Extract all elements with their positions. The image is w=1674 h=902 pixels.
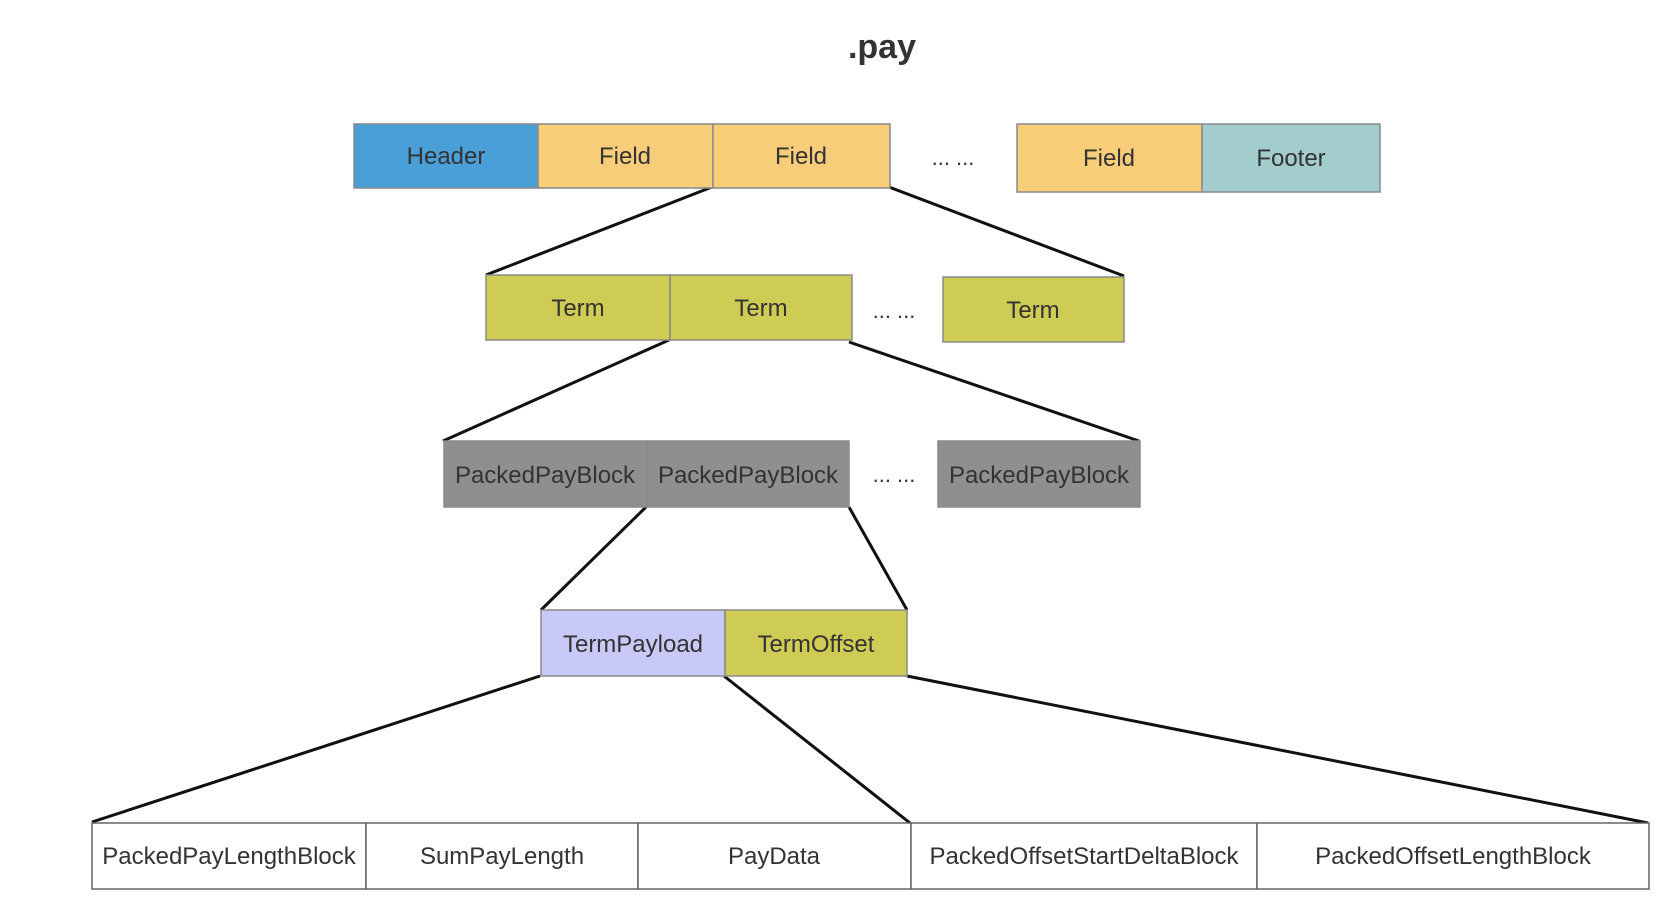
- block-content-row: TermPayload TermOffset: [540, 609, 908, 677]
- footer-block: [1201, 123, 1381, 193]
- payload-cell-label-1: PackedPayLengthBlock: [102, 843, 357, 870]
- connector-field-to-first-term: [485, 185, 713, 277]
- header-label: Header: [407, 143, 486, 170]
- packed-pay-block-label-last: PackedPayBlock: [949, 462, 1130, 489]
- packed-pay-block-1: [443, 440, 648, 508]
- payload-cells-row: PackedPayLengthBlock SumPayLength PayDat…: [91, 822, 1650, 890]
- payload-cell-pay-data: [637, 822, 912, 890]
- footer-label: Footer: [1256, 145, 1325, 172]
- term-offset-block: [724, 609, 908, 677]
- connector-payload-to-paydata-end: [723, 674, 911, 825]
- connector-block-to-offset: [847, 506, 909, 611]
- payload-cell-label-5: PackedOffsetLengthBlock: [1315, 843, 1592, 870]
- file-ellipsis: ... ...: [932, 145, 975, 170]
- field-label-last: Field: [1083, 145, 1135, 172]
- field-label-2: Field: [775, 143, 827, 170]
- file-layout-row: Header Field Field ... ... Field Footer: [353, 123, 1381, 193]
- term-offset-label: TermOffset: [758, 631, 875, 658]
- connector-payload-to-first-cell: [91, 674, 541, 824]
- payload-cell-label-3: PayData: [728, 843, 821, 870]
- term-payload-label: TermPayload: [563, 631, 703, 658]
- payload-cell-label-2: SumPayLength: [420, 843, 584, 870]
- connector-lines: [91, 185, 1649, 825]
- term-row: Term Term ... ... Term: [485, 274, 1125, 343]
- header-block: [353, 123, 539, 189]
- term-block-1: [485, 274, 671, 341]
- packed-pay-block-label-1: PackedPayBlock: [455, 462, 636, 489]
- term-ellipsis: ... ...: [873, 298, 916, 323]
- connector-term-to-first-block: [442, 338, 670, 443]
- field-label-1: Field: [599, 143, 651, 170]
- payload-cell-packed-offset-start-delta-block: [910, 822, 1258, 890]
- packed-block-row: PackedPayBlock PackedPayBlock ... ... Pa…: [443, 440, 1141, 508]
- payload-cell-packed-offset-length-block: [1256, 822, 1650, 890]
- term-label-last: Term: [1006, 297, 1059, 324]
- payload-cell-packed-pay-length-block: [91, 822, 367, 890]
- connector-offset-to-last-cell: [906, 674, 1649, 825]
- packed-pay-block-2: [646, 440, 850, 508]
- term-payload-block: [540, 609, 726, 677]
- field-block-1: [537, 123, 714, 189]
- connector-block-to-payload: [539, 505, 648, 612]
- packed-pay-block-label-2: PackedPayBlock: [658, 462, 839, 489]
- term-label-1: Term: [551, 295, 604, 322]
- packed-block-ellipsis: ... ...: [873, 462, 916, 487]
- term-block-last: [942, 276, 1125, 343]
- connector-field-to-last-term: [888, 185, 1125, 278]
- field-block-last: [1016, 123, 1203, 193]
- connector-term-to-last-block: [848, 340, 1140, 443]
- term-label-2: Term: [734, 295, 787, 322]
- term-block-2: [669, 274, 853, 341]
- payload-cell-label-4: PackedOffsetStartDeltaBlock: [929, 843, 1239, 870]
- field-block-2: [712, 123, 891, 189]
- packed-pay-block-last: [937, 440, 1141, 508]
- diagram-title: .pay: [848, 28, 916, 66]
